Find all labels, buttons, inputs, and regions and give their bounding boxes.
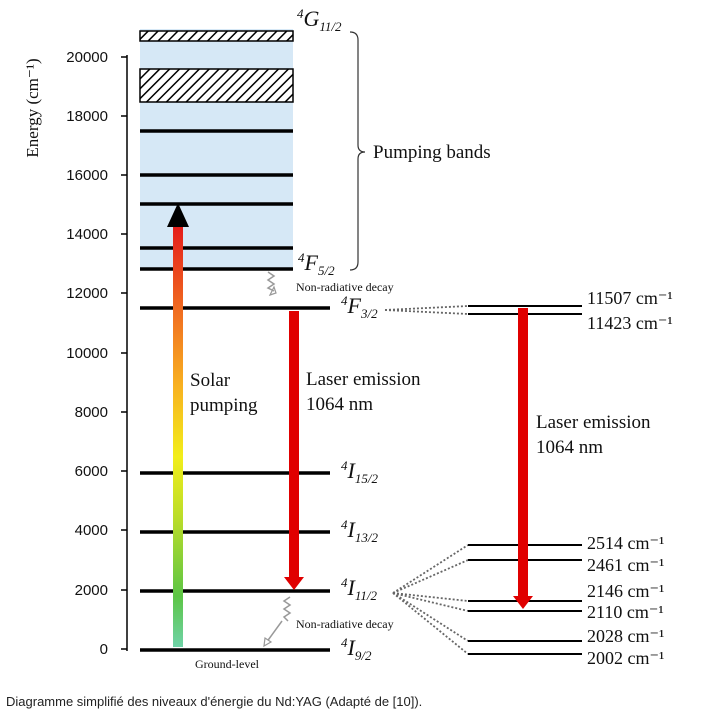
pumping-bands-label: Pumping bands	[373, 142, 491, 163]
nonrad-wave-top	[266, 271, 276, 292]
laser-label-1: Laser emission	[306, 369, 421, 390]
term-4I11-2: 4I11/2	[341, 575, 377, 603]
energy-level-diagram: 20000 18000 16000 14000 12000 10000 8000…	[23, 6, 673, 671]
term-4G11-2: 4G11/2	[297, 6, 342, 34]
solar-label-1: Solar	[190, 370, 231, 391]
laser-right-label-2: 1064 nm	[536, 437, 603, 458]
sublevel-label: 2514 cm⁻¹	[587, 533, 664, 553]
term-4F3-2: 4F3/2	[341, 293, 378, 321]
solar-label-2: pumping	[190, 395, 258, 416]
y-axis-tick-labels: 20000 18000 16000 14000 12000 10000 8000…	[66, 49, 108, 658]
y-axis-ticks	[121, 56, 127, 650]
solar-pumping-arrowhead	[167, 203, 189, 227]
tick-label: 0	[100, 641, 108, 658]
y-axis-label: Energy (cm⁻¹)	[23, 58, 42, 157]
tick-label: 8000	[75, 404, 108, 421]
sublevel-label: 2110 cm⁻¹	[587, 602, 664, 622]
nonrad-arrowhead-top	[268, 285, 277, 297]
term-4I9-2: 4I9/2	[341, 635, 372, 663]
laser-arrow-left-shaft	[289, 311, 299, 579]
pumping-band-levels	[140, 129, 293, 271]
hatched-band-top	[139, 30, 294, 42]
laser-label-2: 1064 nm	[306, 394, 373, 415]
solar-pumping-arrow-shaft	[173, 224, 183, 647]
pumping-bands-brace	[349, 31, 366, 271]
sublevel-label: 2028 cm⁻¹	[587, 626, 664, 646]
pumping-band-region	[140, 29, 293, 270]
laser-arrowhead-left	[284, 577, 304, 590]
figure-caption: Diagramme simplifié des niveaux d'énergi…	[6, 694, 423, 709]
sublevel-label: 2002 cm⁻¹	[587, 648, 664, 668]
dotted-connectors	[384, 305, 469, 655]
tick-label: 16000	[66, 167, 108, 184]
sublevel-label: 2146 cm⁻¹	[587, 581, 664, 601]
tick-label: 6000	[75, 463, 108, 480]
tick-label: 10000	[66, 345, 108, 362]
tick-label: 14000	[66, 226, 108, 243]
tick-label: 2000	[75, 582, 108, 599]
sublevel-label: 2461 cm⁻¹	[587, 555, 664, 575]
term-4I13-2: 4I13/2	[341, 517, 378, 545]
laser-arrowhead-right	[513, 596, 533, 609]
sublevel-label: 11423 cm⁻¹	[587, 313, 673, 333]
tick-label: 18000	[66, 108, 108, 125]
term-4F5-2: 4F5/2	[298, 250, 335, 278]
tick-label: 12000	[66, 285, 108, 302]
tick-label: 4000	[75, 522, 108, 539]
nonrad-line-bottom	[265, 620, 283, 644]
term-4I15-2: 4I15/2	[341, 458, 378, 486]
laser-arrow-right-shaft	[518, 308, 528, 598]
hatched-band	[139, 68, 294, 103]
nonrad-arrowhead-bottom	[263, 636, 273, 648]
nonrad-wave-bottom	[282, 596, 292, 622]
sublevel-label: 11507 cm⁻¹	[587, 288, 673, 308]
tick-label: 20000	[66, 49, 108, 66]
nonrad-label-bottom: Non-radiative decay	[296, 617, 394, 631]
nonrad-label-top: Non-radiative decay	[296, 280, 394, 294]
ground-level-label: Ground-level	[195, 657, 260, 671]
laser-right-label-1: Laser emission	[536, 412, 651, 433]
